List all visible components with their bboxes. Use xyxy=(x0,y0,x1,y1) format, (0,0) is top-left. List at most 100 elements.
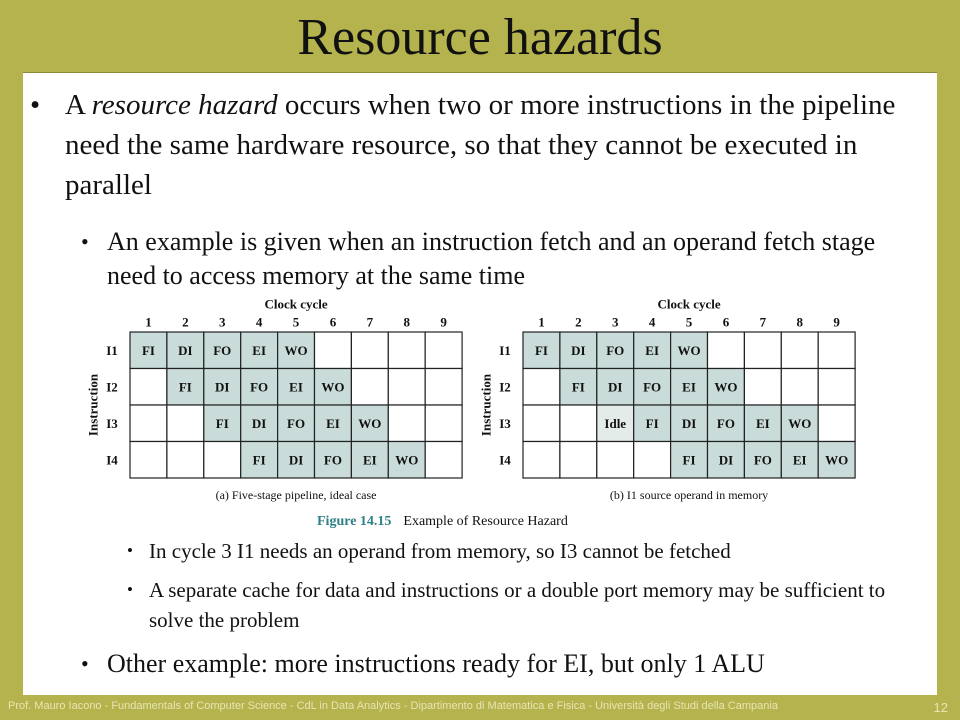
pipeline-cell xyxy=(780,440,819,479)
pipeline-cell xyxy=(387,440,426,479)
pipeline-cell xyxy=(313,440,353,479)
pipeline-cell xyxy=(203,404,242,443)
cycle-number-label: 6 xyxy=(723,315,730,330)
pipeline-stage-label: DI xyxy=(215,379,229,394)
pipeline-cell xyxy=(559,440,598,479)
pipeline-cell xyxy=(817,404,856,443)
bullet-memory-example: •An example is given when an instruction… xyxy=(81,225,927,293)
pipeline-cell xyxy=(743,331,782,370)
pipeline-cell xyxy=(203,440,242,479)
pipeline-stage-label: Idle xyxy=(604,416,626,431)
pipeline-cell xyxy=(780,367,819,406)
pipeline-cell xyxy=(424,404,463,443)
bullet-resource-hazard-definition: •A resource hazard occurs when two or mo… xyxy=(30,85,915,205)
pipeline-cell xyxy=(277,440,316,479)
pipeline-cell xyxy=(350,404,389,443)
pipeline-stage-label: DI xyxy=(289,452,303,467)
instruction-row-label: I1 xyxy=(499,343,511,358)
cycle-number-label: 4 xyxy=(256,315,263,330)
pipeline-cell xyxy=(559,367,598,406)
slide-footer: Prof. Mauro Iacono - Fundamentals of Com… xyxy=(8,700,778,712)
pipeline-stage-label: FO xyxy=(250,379,268,394)
pipeline-cell xyxy=(387,367,426,406)
pipeline-stage-label: EI xyxy=(289,379,303,394)
pipeline-stage-label: EI xyxy=(645,343,659,358)
pipeline-cell xyxy=(817,367,856,406)
pipeline-cell xyxy=(350,367,389,406)
cycle-number-label: 4 xyxy=(649,315,656,330)
bullet-text: A separate cache for data and instructio… xyxy=(149,578,886,632)
cycle-number-label: 3 xyxy=(219,315,226,330)
pipeline-cell xyxy=(313,331,353,370)
pipeline-cell xyxy=(424,367,463,406)
pipeline-cell xyxy=(780,331,819,370)
bullet-cycle-3: •In cycle 3 I1 needs an operand from mem… xyxy=(127,536,929,566)
pipeline-cell xyxy=(166,367,205,406)
cycle-number-label: 3 xyxy=(612,315,619,330)
bullet-rest: occurs when two or more instructions in … xyxy=(65,89,896,201)
bullet-lead: A xyxy=(65,89,92,121)
cycle-number-label: 6 xyxy=(330,315,337,330)
pipeline-cell xyxy=(743,440,782,479)
instruction-row-label: I2 xyxy=(499,379,511,394)
pipeline-cell xyxy=(522,404,561,443)
pipeline-cell xyxy=(240,331,279,370)
pipeline-stage-label: EI xyxy=(326,416,340,431)
pipeline-cell xyxy=(633,440,672,479)
pipeline-stage-label: FI xyxy=(179,379,192,394)
pipeline-cell xyxy=(743,404,782,443)
figure-number: Figure 14.15 xyxy=(317,514,391,529)
pipeline-cell xyxy=(277,367,316,406)
pipeline-stage-label: DI xyxy=(252,416,266,431)
pipeline-stage-label: FI xyxy=(646,416,659,431)
pipeline-stage-label: FO xyxy=(606,343,624,358)
slide-title: Resource hazards xyxy=(297,9,663,66)
cycle-number-label: 2 xyxy=(575,315,582,330)
instruction-row-label: I4 xyxy=(106,452,118,467)
pipeline-cell xyxy=(387,331,426,370)
pipeline-stage-label: FO xyxy=(324,452,342,467)
pipeline-stage-label: EI xyxy=(363,452,377,467)
cycle-number-label: 7 xyxy=(760,315,767,330)
pipeline-cell xyxy=(313,404,353,443)
instruction-row-label: I3 xyxy=(499,416,511,431)
slide-content: •A resource hazard occurs when two or mo… xyxy=(23,72,937,695)
pipeline-cell xyxy=(277,404,316,443)
instruction-row-label: I1 xyxy=(106,343,118,358)
pipeline-stage-label: WO xyxy=(714,379,737,394)
instruction-row-label: I3 xyxy=(106,416,118,431)
pipeline-cell xyxy=(277,331,316,370)
pipeline-cell xyxy=(424,440,463,479)
pipeline-stage-label: FO xyxy=(643,379,661,394)
pipeline-cell xyxy=(596,440,635,479)
pipeline-cell xyxy=(129,440,168,479)
pipeline-stage-label: WO xyxy=(321,379,344,394)
pipeline-cell xyxy=(424,331,463,370)
cycle-number-label: 9 xyxy=(440,315,447,330)
pipeline-cell xyxy=(669,440,709,479)
pipeline-stage-label: FI xyxy=(535,343,548,358)
pipeline-stage-label: WO xyxy=(395,452,418,467)
bullet-text: Other example: more instructions ready f… xyxy=(107,649,765,678)
instruction-row-label: I2 xyxy=(106,379,118,394)
pipeline-cell xyxy=(817,440,856,479)
clock-cycle-label: Clock cycle xyxy=(657,297,720,312)
bullet-alu-example: •Other example: more instructions ready … xyxy=(81,647,927,681)
instruction-axis-label: Instruction xyxy=(479,373,494,436)
pipeline-cell xyxy=(313,367,353,406)
cycle-number-label: 1 xyxy=(538,315,545,330)
pipeline-stage-label: DI xyxy=(178,343,192,358)
pipeline-stage-label: FO xyxy=(213,343,231,358)
pipeline-stage-label: FI xyxy=(572,379,585,394)
bullet-separate-cache: •A separate cache for data and instructi… xyxy=(127,575,929,635)
pipeline-stage-label: WO xyxy=(825,452,848,467)
pipeline-cell xyxy=(522,331,561,370)
cycle-number-label: 2 xyxy=(182,315,189,330)
bullet-term: resource hazard xyxy=(91,89,278,121)
cycle-number-label: 5 xyxy=(686,315,693,330)
pipeline-stage-label: DI xyxy=(571,343,585,358)
clock-cycle-label: Clock cycle xyxy=(264,297,327,312)
diagram-caption: (b) I1 source operand in memory xyxy=(610,488,768,502)
